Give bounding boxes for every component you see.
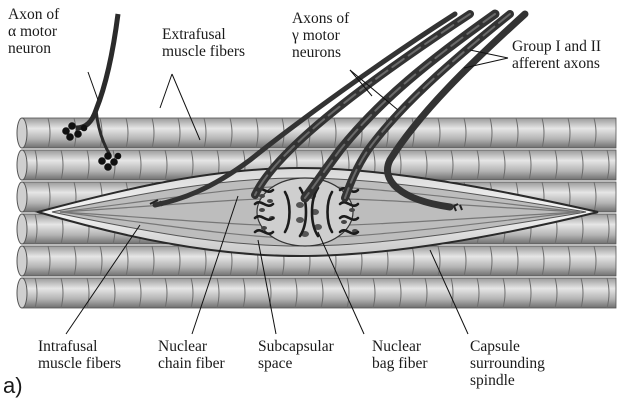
label-intrafusal: Intrafusal muscle fibers: [38, 338, 121, 372]
label-intrafusal-line: Intrafusal: [38, 338, 121, 355]
fiber-end-cap: [17, 118, 27, 148]
label-gamma-axons-line: neurons: [292, 44, 349, 61]
fiber-end-cap: [17, 150, 27, 180]
label-gamma-axons: Axons of γ motor neurons: [292, 10, 349, 61]
label-afferent: Group I and II afferent axons: [512, 38, 601, 72]
label-chain-fiber-line: chain fiber: [158, 355, 225, 372]
label-intrafusal-line: muscle fibers: [38, 355, 121, 372]
label-extrafusal-line: muscle fibers: [162, 43, 245, 60]
label-chain-fiber-line: Nuclear: [158, 338, 225, 355]
fiber-end-cap: [17, 246, 27, 276]
label-subcapsular-line: space: [258, 355, 334, 372]
label-gamma-axons-line: γ motor: [292, 27, 349, 44]
label-subcapsular-line: Subcapsular: [258, 338, 334, 355]
label-subcapsular: Subcapsular space: [258, 338, 334, 372]
fiber-end-cap: [17, 182, 27, 212]
fiber-end-cap: [17, 214, 27, 244]
panel-label: a): [3, 374, 23, 398]
fiber-end-cap: [17, 278, 27, 308]
label-capsule-line: spindle: [470, 372, 545, 389]
label-afferent-line: afferent axons: [512, 55, 601, 72]
label-capsule-line: Capsule: [470, 338, 545, 355]
label-alpha-axon-line: α motor: [8, 23, 59, 40]
label-capsule-line: surrounding: [470, 355, 545, 372]
label-extrafusal-line: Extrafusal: [162, 26, 245, 43]
label-bag-fiber: Nuclear bag fiber: [372, 338, 428, 372]
label-bag-fiber-line: bag fiber: [372, 355, 428, 372]
label-alpha-axon: Axon of α motor neuron: [8, 6, 59, 57]
label-afferent-line: Group I and II: [512, 38, 601, 55]
label-capsule: Capsule surrounding spindle: [470, 338, 545, 389]
label-bag-fiber-line: Nuclear: [372, 338, 428, 355]
extrafusal-fiber: [22, 278, 616, 308]
label-alpha-axon-line: neuron: [8, 40, 59, 57]
label-gamma-axons-line: Axons of: [292, 10, 349, 27]
label-extrafusal: Extrafusal muscle fibers: [162, 26, 245, 60]
label-alpha-axon-line: Axon of: [8, 6, 59, 23]
label-chain-fiber: Nuclear chain fiber: [158, 338, 225, 372]
